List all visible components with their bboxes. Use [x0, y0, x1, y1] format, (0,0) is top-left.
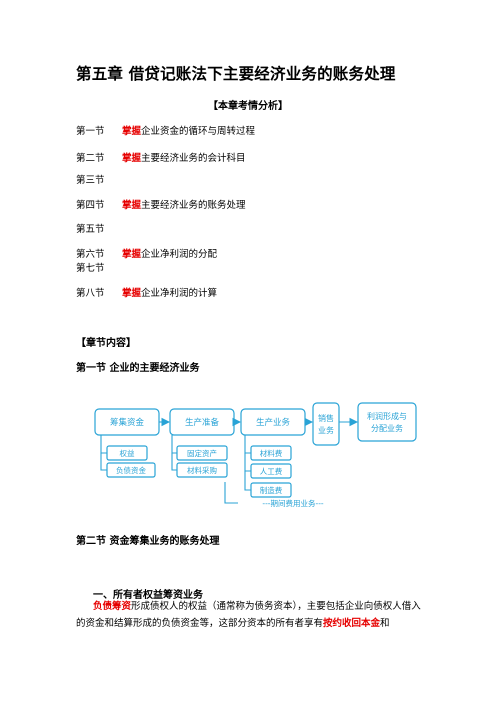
- materials-cost-label: 材料费: [260, 448, 283, 458]
- profit-label-2: 分配业务: [371, 423, 403, 433]
- production-label: 生产业务: [256, 417, 291, 428]
- sales-box: [312, 402, 340, 446]
- profit-box: [357, 402, 417, 442]
- sales-label-2: 业务: [318, 425, 334, 435]
- chapter-title: 第五章 借贷记账法下主要经济业务的账务处理: [76, 65, 396, 83]
- sales-label-1: 销售: [318, 413, 334, 423]
- labor-cost-label: 人工费: [260, 466, 283, 476]
- fixed-assets-label: 固定资产: [187, 448, 217, 458]
- section-line: 第三节: [76, 175, 105, 186]
- equity-label: 权益: [120, 448, 135, 458]
- section-line: 第六节掌握企业净利润的分配: [76, 249, 218, 260]
- section-line: 第七节: [76, 263, 105, 274]
- paragraph-debt-financing: 负债筹资形成债权人的权益（通常称为债务资本），主要包括企业向债权人借入的资金和结…: [76, 601, 421, 629]
- period-expense-label: ---期间费用业务---: [262, 498, 324, 508]
- section1-title: 第一节 企业的主要经济业务: [76, 363, 200, 374]
- overhead-cost-label: 制造费: [260, 485, 283, 495]
- debt-label: 负债资金: [116, 465, 146, 475]
- section-line: 第八节掌握企业净利润的计算: [76, 288, 218, 299]
- production-prep-label: 生产准备: [185, 417, 220, 428]
- exam-analysis-heading: 【本章考情分析】: [208, 101, 288, 112]
- profit-label-1: 利润形成与: [367, 411, 407, 421]
- section-line: 第五节: [76, 224, 105, 235]
- section-line: 第一节掌握企业资金的循环与周转过程: [76, 126, 256, 137]
- funding-label: 筹集资金: [110, 417, 145, 428]
- materials-purchase-label: 材料采购: [187, 465, 217, 475]
- content-heading: 【章节内容】: [76, 338, 136, 349]
- section-line: 第二节掌握主要经济业务的会计科目: [76, 153, 246, 164]
- section-line: 第四节掌握主要经济业务的账务处理: [76, 200, 246, 211]
- business-flow-diagram: 筹集资金 生产准备 生产业务 销售 业务 利润形成与 分配业务 权益 负债资金 …: [94, 402, 417, 508]
- section2-title: 第二节 资金筹集业务的账务处理: [76, 536, 220, 547]
- sub1-title: 一、所有者权益筹资业务: [93, 590, 203, 601]
